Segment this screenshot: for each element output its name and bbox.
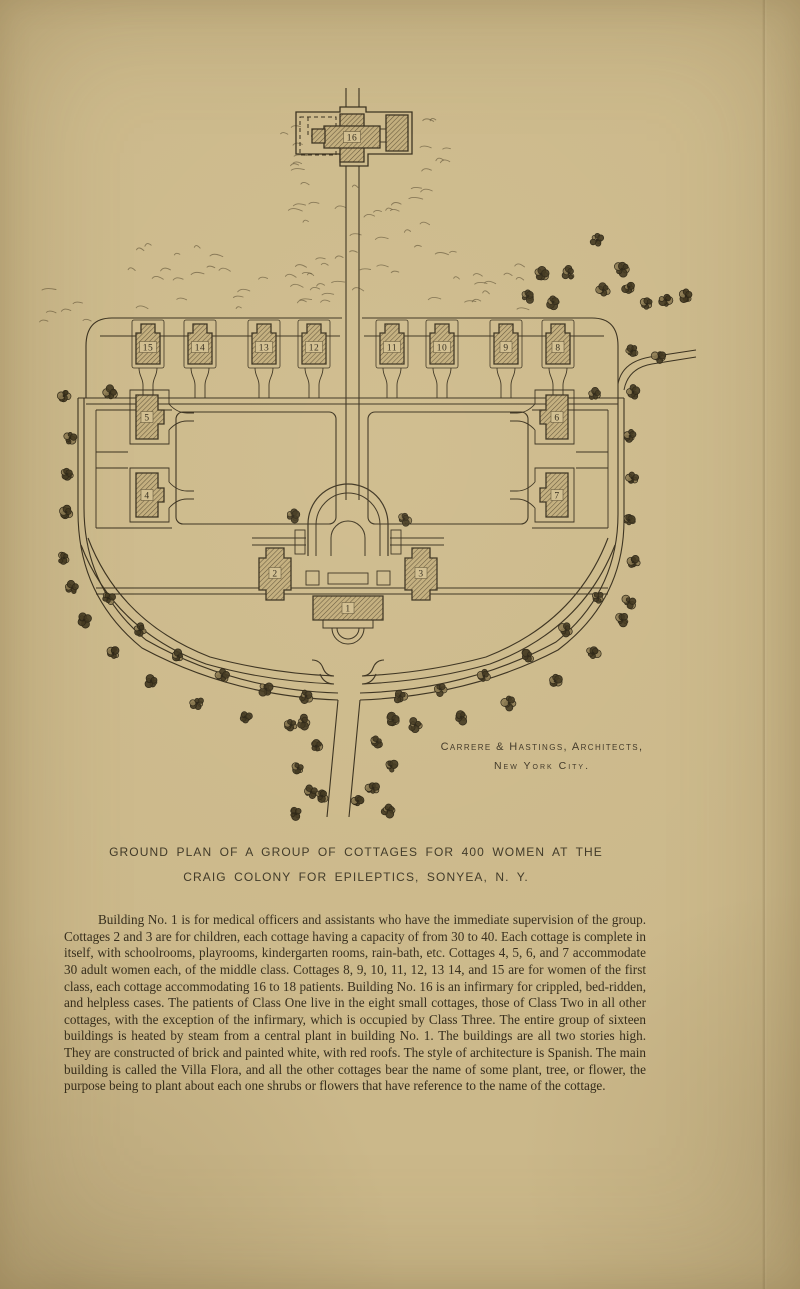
building-label-15: 15 <box>143 344 154 354</box>
tree-icon <box>290 806 302 821</box>
tree-icon <box>239 711 253 724</box>
tree-icon <box>102 384 118 400</box>
tree-icon <box>678 288 693 303</box>
building-label-5: 5 <box>144 414 149 424</box>
tree-icon <box>615 612 629 628</box>
tree-icon <box>60 467 74 481</box>
tree-icon <box>625 344 639 357</box>
tree-icon <box>385 759 399 773</box>
caption-title-line1: GROUND PLAN OF A GROUP OF COTTAGES FOR 4… <box>109 845 603 859</box>
tree-icon <box>561 264 575 280</box>
tree-icon <box>398 512 413 527</box>
tree-icon <box>258 682 274 697</box>
architect-credit-line1: Carrere & Hastings, Architects, <box>440 741 644 753</box>
tree-icon <box>56 390 72 403</box>
buildings <box>135 113 571 621</box>
tree-icon <box>614 261 630 278</box>
tree-icon <box>189 697 204 710</box>
building-label-11: 11 <box>387 344 397 354</box>
tree-icon <box>297 713 311 731</box>
tree-icon <box>534 265 550 281</box>
tree-icon <box>549 673 563 687</box>
tree-icon <box>650 351 667 364</box>
tree-icon <box>595 282 611 297</box>
trees <box>56 232 693 821</box>
building-label-1: 1 <box>345 605 350 615</box>
tree-icon <box>521 648 534 663</box>
architect-credit: Carrere & Hastings, Architects, New York… <box>416 741 668 772</box>
tree-icon <box>626 384 641 400</box>
tree-icon <box>476 668 491 682</box>
caption-body-text: Building No. 1 is for medical officers a… <box>64 912 646 1094</box>
tree-icon <box>59 504 74 520</box>
tree-icon <box>304 784 318 799</box>
tree-icon <box>623 514 636 526</box>
tree-icon <box>315 789 329 803</box>
tree-icon <box>623 429 637 443</box>
building-label-13: 13 <box>259 344 270 354</box>
tree-icon <box>144 674 158 689</box>
tree-icon <box>283 719 298 732</box>
tree-icon <box>364 782 380 794</box>
tree-icon <box>589 232 605 247</box>
building-labels: 16 15 14 13 12 11 10 9 8 5 4 6 7 2 3 1 <box>139 131 565 615</box>
building-label-3: 3 <box>418 570 423 580</box>
building-label-9: 9 <box>503 344 508 354</box>
tree-icon <box>455 710 468 726</box>
tree-icon <box>621 281 635 294</box>
tree-icon <box>558 622 573 638</box>
tree-icon <box>77 612 92 629</box>
tree-icon <box>133 622 147 637</box>
tree-icon <box>63 432 78 445</box>
tree-icon <box>658 293 674 307</box>
tree-icon <box>286 508 301 524</box>
tree-icon <box>433 683 448 697</box>
site-plan-drawing: 16 15 14 13 12 11 10 9 8 5 4 6 7 2 3 1 <box>39 88 697 821</box>
building-label-12: 12 <box>309 344 320 354</box>
tree-icon <box>591 592 604 604</box>
tree-icon <box>386 711 400 727</box>
tree-icon <box>626 555 641 568</box>
tree-icon <box>64 580 79 595</box>
building-label-16: 16 <box>347 134 358 144</box>
shrubbery <box>39 117 530 323</box>
tree-icon <box>350 794 365 807</box>
building-label-10: 10 <box>437 344 448 354</box>
tree-icon <box>370 735 383 749</box>
tree-icon <box>380 803 396 819</box>
building-label-4: 4 <box>144 492 149 502</box>
tree-icon <box>546 295 560 311</box>
building-label-7: 7 <box>554 492 559 502</box>
tree-icon <box>171 648 184 662</box>
tree-icon <box>58 551 70 565</box>
building-label-8: 8 <box>555 344 560 354</box>
tree-icon <box>625 471 640 484</box>
tree-icon <box>621 594 637 610</box>
building-label-14: 14 <box>195 344 206 354</box>
tree-icon <box>311 739 324 752</box>
tree-icon <box>500 695 517 712</box>
tree-icon <box>214 668 230 683</box>
tree-icon <box>588 387 601 400</box>
tree-icon <box>408 717 423 734</box>
tree-icon <box>639 297 653 310</box>
tree-icon <box>586 646 602 660</box>
architect-credit-line2: New York City. <box>493 760 591 772</box>
tree-icon <box>291 762 304 775</box>
building-label-2: 2 <box>272 570 277 580</box>
tree-icon <box>299 689 314 704</box>
tree-icon <box>106 646 120 659</box>
tree-icon <box>521 289 534 304</box>
tree-icon <box>393 689 409 704</box>
tree-icon <box>102 592 116 605</box>
building-label-6: 6 <box>554 414 559 424</box>
caption-title-line2: CRAIG COLONY FOR EPILEPTICS, SONYEA, N. … <box>183 870 529 884</box>
roads-and-paths <box>77 88 697 818</box>
